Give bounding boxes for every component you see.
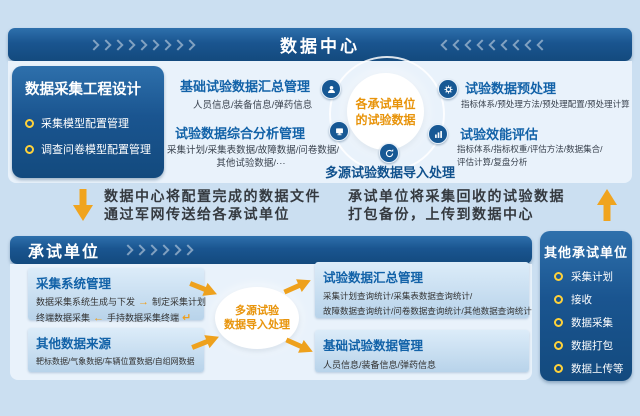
bullet-icon: [554, 272, 563, 281]
design-item-label: 采集模型配置管理: [41, 118, 129, 130]
bullet-icon: [554, 341, 563, 350]
data-center-banner: 数据中心: [8, 28, 632, 61]
transfer-up-line2: 打包备份，上传到数据中心: [348, 206, 534, 222]
import-ellipse-line2: 数据导入处理: [224, 319, 290, 331]
hub-circle: 各承试单位 的试验数据: [347, 73, 424, 150]
arrow-right-icon: →: [138, 295, 150, 308]
collect-row-1: 数据采集系统生成与下发 → 制定采集计划: [36, 295, 206, 308]
collect-row2-left: 终端数据采集: [36, 313, 91, 323]
arrow-to-ellipse-icon: [191, 335, 219, 350]
evaluation-detail-1: 指标体系/指标权重/评估方法/数据集合/: [457, 144, 603, 154]
design-item-label: 调查问卷模型配置管理: [41, 144, 151, 156]
other-units-panel: 其他承试单位 采集计划 接收 数据采集 数据打包 数据上传等: [540, 231, 632, 381]
collect-row-2: 终端数据采集 ← 手持数据采集终端 ↵: [36, 311, 196, 325]
collect-system-box: 采集系统管理 数据采集系统生成与下发 → 制定采集计划 终端数据采集 ← 手持数…: [28, 268, 206, 324]
design-panel-item: 调查问卷模型配置管理: [25, 141, 164, 157]
other-units-item-label: 数据上传等: [571, 363, 624, 375]
unit-section-header: 承试单位: [10, 236, 532, 264]
monitor-icon: [329, 121, 349, 141]
preprocess-title: 试验数据预处理: [465, 81, 557, 96]
summary-query-box: 试验数据汇总管理 采集计划查询统计/采集表数据查询统计/ 故障数据查询统计/问卷…: [315, 262, 532, 318]
arrow-down-icon: [73, 189, 93, 221]
chevrons-left-icon: [440, 39, 548, 51]
design-panel: 数据采集工程设计 采集模型配置管理 调查问卷模型配置管理: [12, 66, 164, 178]
person-icon: [321, 79, 341, 99]
import-ellipse-line1: 多源试验: [235, 305, 279, 317]
basic-data-title: 基础试验数据管理: [323, 339, 424, 353]
arrow-return-icon: ↵: [182, 312, 192, 324]
other-units-item: 数据采集: [554, 315, 632, 330]
import-refresh-icon: [379, 143, 399, 163]
design-panel-item: 采集模型配置管理: [25, 115, 164, 131]
other-sources-box: 其他数据来源 靶标数据/气象数据/车辆位置数据/自组网数据: [28, 328, 204, 372]
summary-mgmt-title: 基础试验数据汇总管理: [180, 79, 311, 94]
transfer-up-text: 承试单位将采集回收的试验数据 打包备份，上传到数据中心: [348, 187, 565, 223]
analysis-mgmt-detail-2: 其他试验数据/···: [216, 158, 286, 169]
transfer-down-line2: 通过军网传送给各承试单位: [104, 206, 290, 222]
transfer-down-line1: 数据中心将配置完成的数据文件: [104, 188, 321, 204]
unit-header-title: 承试单位: [28, 244, 101, 261]
import-ellipse: 多源试验 数据导入处理: [215, 287, 299, 349]
other-units-title: 其他承试单位: [543, 245, 628, 260]
arrow-left-icon: ←: [93, 311, 105, 324]
arrow-to-ellipse-icon: [189, 281, 217, 296]
other-units-item: 数据上传等: [554, 361, 632, 376]
multi-source-import-label: 多源试验数据导入处理: [324, 165, 455, 180]
collect-row2-right: 手持数据采集终端: [107, 313, 180, 323]
arrow-from-ellipse-icon: [283, 279, 311, 295]
bullet-icon: [554, 364, 563, 373]
collect-row1-right: 制定采集计划: [152, 297, 207, 307]
preprocess-detail: 指标体系/预处理方法/预处理配置/预处理计算: [461, 99, 630, 109]
other-units-item: 数据打包: [554, 338, 632, 353]
bullet-icon: [554, 318, 563, 327]
chevrons-right-icon: [122, 244, 194, 256]
hub-line2: 的试验数据: [355, 113, 416, 127]
bullet-icon: [25, 118, 34, 128]
other-sources-detail: 靶标数据/气象数据/车辆位置数据/自组网数据: [36, 357, 195, 366]
bullet-icon: [554, 295, 563, 304]
analysis-mgmt-detail-1: 采集计划/采集表数据/故障数据/问卷数据/: [167, 145, 340, 156]
collect-system-title: 采集系统管理: [36, 277, 112, 291]
analysis-mgmt-title: 试验数据综合分析管理: [175, 126, 306, 141]
summary-mgmt-detail: 人员信息/装备信息/弹药信息: [193, 100, 313, 111]
chevrons-right-icon: [88, 39, 196, 51]
collect-row1-left: 数据采集系统生成与下发: [36, 297, 136, 307]
summary-query-detail-1: 采集计划查询统计/采集表数据查询统计/: [323, 291, 473, 301]
evaluation-detail-2: 评估计算/复盘分析: [457, 157, 528, 167]
other-units-item-label: 数据打包: [571, 340, 613, 352]
basic-data-box: 基础试验数据管理 人员信息/装备信息/弹药信息: [315, 330, 529, 372]
other-units-item-label: 数据采集: [571, 317, 613, 329]
hub-line1: 各承试单位: [355, 97, 416, 111]
banner-title: 数据中心: [280, 37, 360, 56]
design-panel-title: 数据采集工程设计: [25, 82, 141, 98]
other-units-item-label: 采集计划: [571, 271, 613, 283]
basic-data-detail: 人员信息/装备信息/弹药信息: [323, 360, 437, 370]
gear-icon: [438, 79, 458, 99]
bullet-icon: [25, 144, 34, 154]
transfer-down-text: 数据中心将配置完成的数据文件 通过军网传送给各承试单位: [104, 187, 321, 223]
summary-query-title: 试验数据汇总管理: [323, 271, 424, 285]
other-units-item: 采集计划: [554, 269, 632, 284]
hub-ring: [329, 56, 445, 172]
summary-query-detail-2: 故障数据查询统计/问卷数据查询统计/其他数据查询统计: [323, 306, 532, 316]
chart-icon: [428, 124, 448, 144]
arrow-from-ellipse-icon: [285, 337, 313, 353]
other-units-item-label: 接收: [571, 294, 592, 306]
other-sources-title: 其他数据来源: [36, 337, 112, 351]
other-units-item: 接收: [554, 292, 632, 307]
evaluation-title: 试验效能评估: [460, 127, 539, 142]
transfer-up-line1: 承试单位将采集回收的试验数据: [348, 188, 565, 204]
arrow-up-icon: [597, 189, 617, 221]
